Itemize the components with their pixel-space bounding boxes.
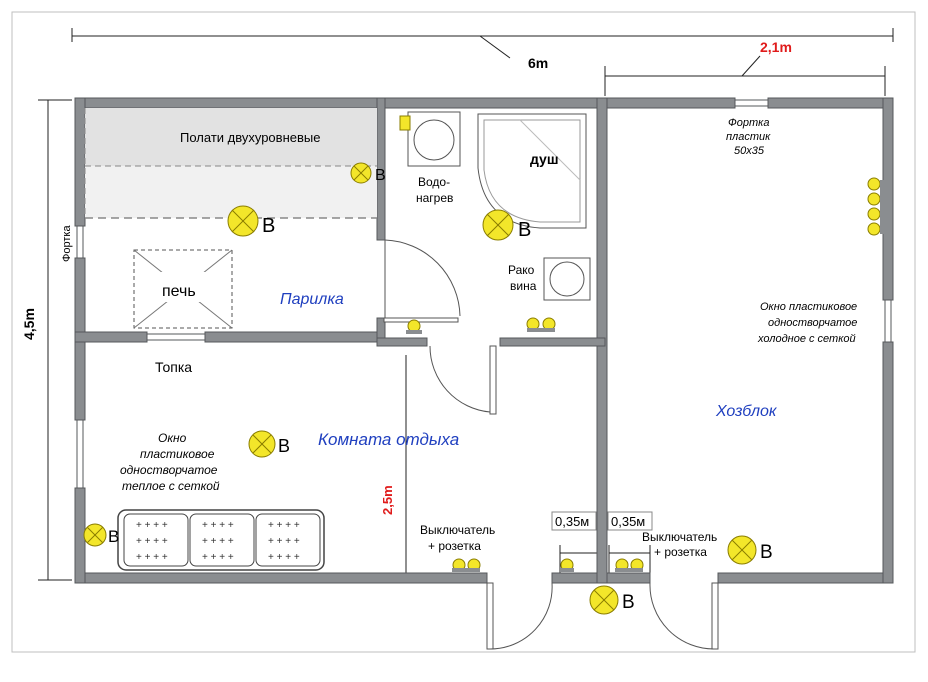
- svg-text:+ + + +: + + + +: [136, 536, 168, 547]
- switch-left-label-2: + розетка: [428, 539, 481, 553]
- socket-icon: [406, 317, 644, 572]
- svg-text:+ + + +: + + + +: [202, 536, 234, 547]
- lamp-mark: В: [518, 219, 531, 241]
- window-right-label-3: холодное с сеткой: [757, 333, 856, 345]
- door-swing-icon: [486, 582, 553, 650]
- window-left-label-4: теплое с сеткой: [122, 479, 220, 493]
- svg-text:+ + + +: + + + +: [136, 552, 168, 563]
- sink-icon: [543, 257, 591, 301]
- total-width-label: 6m: [528, 55, 548, 71]
- storage-width-label: 2,1m: [760, 39, 792, 55]
- rest-room-label: Комната отдыха: [318, 430, 459, 449]
- bench: Полати двухуровневые: [84, 108, 377, 219]
- door-offset-right-label: 0,35м: [611, 514, 645, 529]
- shower-label: душ: [530, 151, 559, 167]
- light-fixture-icon: [350, 162, 372, 184]
- light-fixture-icon: [727, 535, 757, 565]
- switch-left-label-1: Выключатель: [420, 523, 495, 537]
- svg-text:+ + + +: + + + +: [202, 520, 234, 531]
- stove-icon: печь: [133, 249, 233, 329]
- window-right-label-2: одностворчатое: [768, 317, 857, 329]
- window-left-label-1: Окно: [158, 431, 187, 445]
- water-heater-label-2: нагрев: [416, 191, 453, 205]
- svg-text:+ + + +: + + + +: [268, 552, 300, 563]
- door-swing-icon: [383, 239, 461, 323]
- dimension-door-offsets: 0,35м 0,35м: [551, 511, 653, 575]
- total-height-label: 4,5m: [21, 308, 37, 340]
- sofa-icon: + + + + + + + + + + + + + + + + + + + + + + …: [117, 509, 325, 571]
- lamp-mark: В: [108, 527, 119, 546]
- water-heater-icon: [399, 111, 461, 167]
- light-fixture-icon: [83, 523, 107, 547]
- light-fixture-icon: [227, 205, 259, 237]
- dimension-total-height: 4,5m: [21, 99, 72, 581]
- svg-text:+ + + +: + + + +: [136, 520, 168, 531]
- stove-label: печь: [162, 283, 196, 300]
- dimension-rest-room-depth: 2,5m: [380, 355, 420, 575]
- switch-right-label-2: + розетка: [654, 545, 707, 559]
- window-right-label-1: Окно пластиковое: [760, 301, 857, 313]
- water-heater-label-1: Водо-: [418, 175, 450, 189]
- window-icon: [76, 99, 892, 489]
- vent-top-label-3: 50x35: [734, 145, 765, 157]
- vent-top-label-2: пластик: [726, 131, 771, 143]
- svg-text:+ + + +: + + + +: [268, 520, 300, 531]
- dimension-storage-width: 2,1m: [604, 39, 886, 96]
- svg-text:+ + + +: + + + +: [268, 536, 300, 547]
- window-left-label-2: пластиковое: [140, 447, 215, 461]
- steam-room-label: Парилка: [280, 291, 344, 308]
- door-offset-left-label: 0,35м: [555, 514, 589, 529]
- firebox-label: Топка: [155, 359, 192, 375]
- light-fixture-icon: [248, 430, 276, 458]
- lamp-mark: В: [760, 542, 773, 563]
- window-left-label-3: одностворчатое: [120, 463, 218, 477]
- light-fixture-icon: [482, 209, 514, 241]
- lamp-mark: В: [622, 592, 635, 613]
- lamp-mark: В: [278, 436, 290, 456]
- sink-label-1: Рако: [508, 263, 535, 277]
- sink-label-2: вина: [510, 279, 537, 293]
- switch-right-label-1: Выключатель: [642, 530, 717, 544]
- dimension-total-width: 6m: [71, 28, 894, 71]
- lamp-mark: В: [375, 167, 386, 184]
- socket-icon: [867, 177, 884, 236]
- rest-room-depth-label: 2,5m: [380, 485, 395, 515]
- door-swing-icon: [649, 582, 719, 650]
- svg-text:+ + + +: + + + +: [202, 552, 234, 563]
- door-swing-icon: [429, 345, 497, 415]
- drawing-frame: [11, 11, 916, 653]
- lamp-mark: В: [262, 215, 275, 237]
- storage-label: Хозблок: [715, 403, 778, 420]
- light-fixture-icon: [589, 585, 619, 615]
- vent-top-label-1: Фортка: [728, 117, 769, 129]
- vent-left-label: Фортка: [61, 225, 73, 262]
- walls: [74, 97, 894, 584]
- bench-label: Полати двухуровневые: [180, 130, 320, 145]
